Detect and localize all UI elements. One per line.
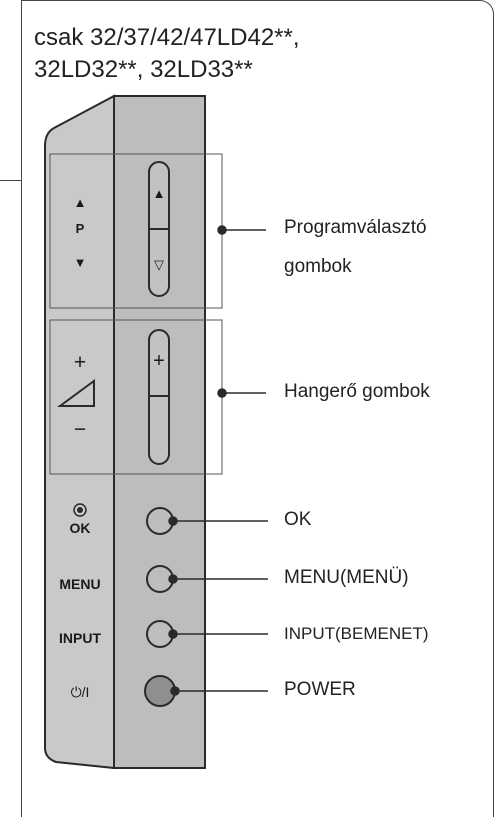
volume-callout: Hangerő gombok <box>284 381 430 402</box>
rocker-down-arrow-icon: ▽ <box>154 257 164 272</box>
rocker-up-arrow-icon: ▲ <box>153 186 166 201</box>
panel-front-face <box>44 94 115 770</box>
prog-letter: P <box>76 221 85 236</box>
program-callout-line-1: Programválasztó <box>284 217 427 238</box>
ok-callout: OK <box>284 509 312 530</box>
callout-leaders <box>168 225 268 696</box>
title-line-1: csak 32/37/42/47LD42**, <box>34 24 300 51</box>
menu-callout: MENU(MENÜ) <box>284 567 409 588</box>
input-callout: INPUT(BEMENET) <box>284 624 429 643</box>
power-callout: POWER <box>284 679 356 700</box>
ok-ring-icon <box>73 503 87 517</box>
prog-down-arrow-icon: ▼ <box>74 255 87 270</box>
vol-plus-symbol: + <box>74 351 86 374</box>
diagram-frame <box>21 0 494 817</box>
frame-tick <box>0 180 22 181</box>
menu-panel-label: MENU <box>59 576 100 592</box>
diagram-title: csak 32/37/42/47LD42**, 32LD32**, 32LD33… <box>34 22 474 86</box>
ok-panel-label: OK <box>70 520 91 536</box>
volume-slope-icon <box>56 379 95 407</box>
vol-minus-symbol: − <box>74 418 86 441</box>
input-panel-label: INPUT <box>59 630 101 646</box>
program-callout-line-2: gombok <box>284 256 352 277</box>
prog-up-arrow-icon: ▲ <box>74 195 87 210</box>
power-panel-label: ⏻/I <box>71 684 90 700</box>
title-line-2: 32LD32**, 32LD33** <box>34 56 253 83</box>
rocker-plus-symbol: + <box>153 350 165 372</box>
